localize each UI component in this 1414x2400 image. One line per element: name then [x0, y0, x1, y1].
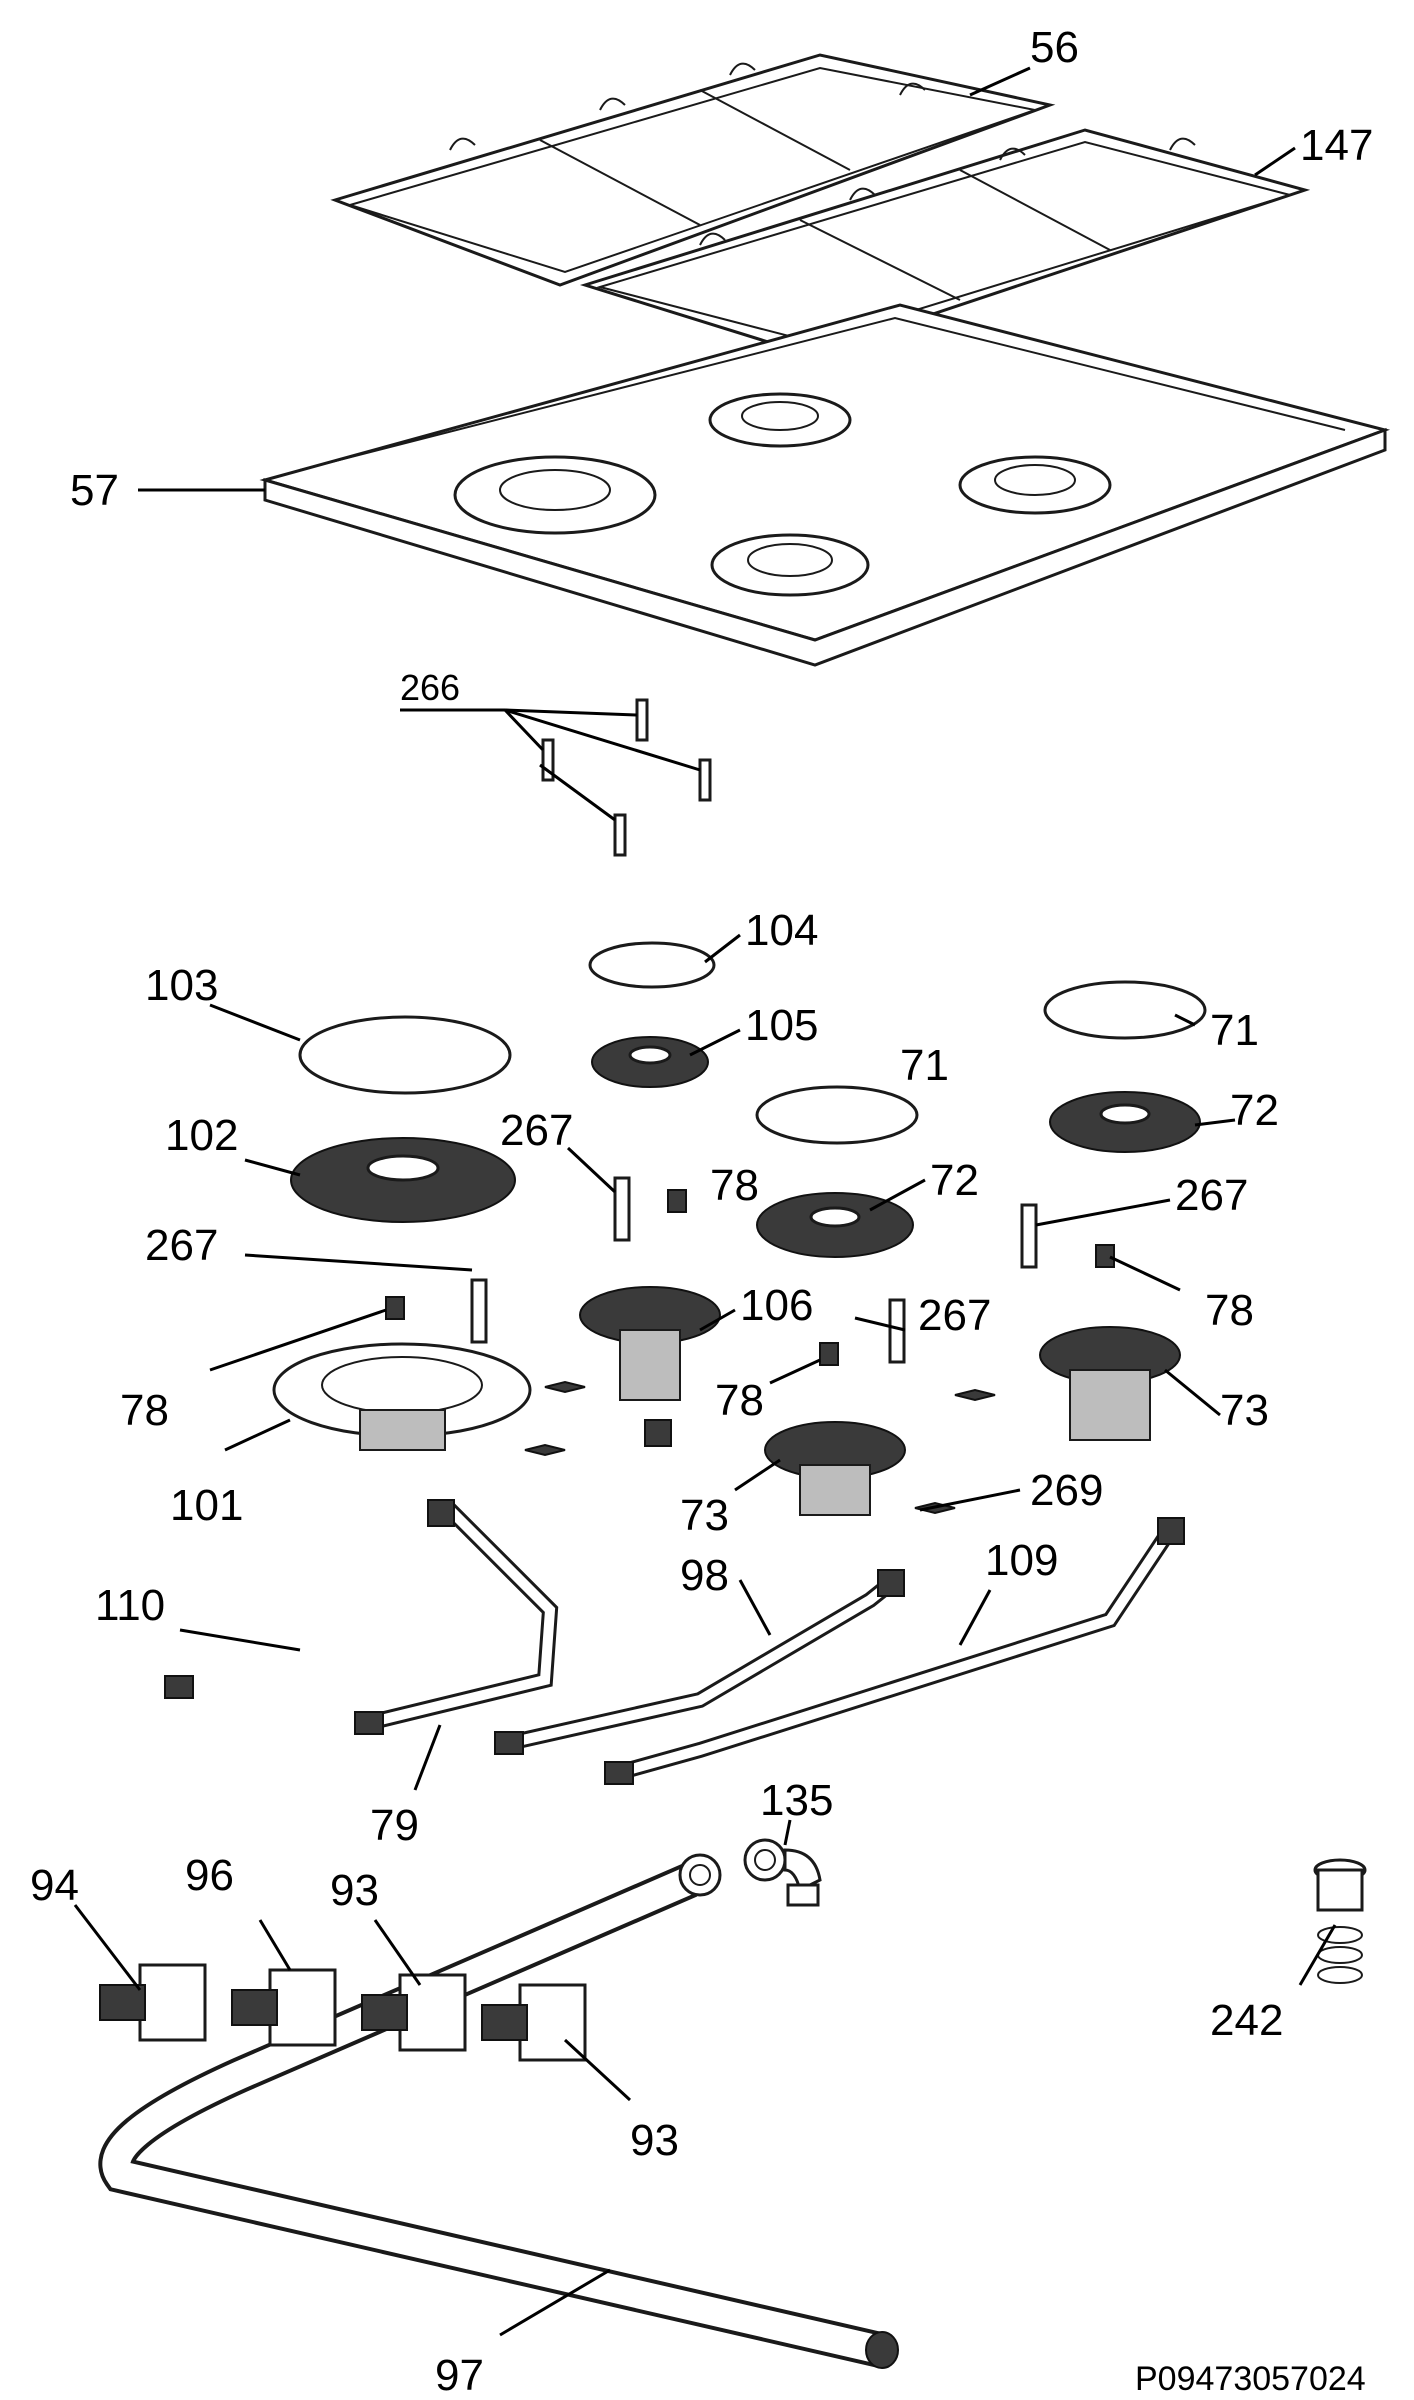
elbow-fitting-icon — [743, 1838, 822, 1907]
callout-94: 94 — [30, 1861, 79, 1910]
callout-71-right: 71 — [1210, 1006, 1259, 1055]
callout-103: 103 — [145, 961, 218, 1010]
pan-support-right-icon — [579, 128, 1311, 357]
injector-icon — [385, 1189, 1115, 1366]
callout-73-center: 73 — [680, 1491, 729, 1540]
callout-79: 79 — [370, 1801, 419, 1850]
callout-98: 98 — [680, 1551, 729, 1600]
callout-57: 57 — [70, 466, 119, 515]
callout-106: 106 — [740, 1281, 813, 1330]
callout-110: 110 — [95, 1581, 165, 1630]
burner-base-icon — [272, 1286, 1181, 1516]
callout-labels: 56 147 57 266 104 103 105 71 71 102 267 … — [30, 23, 1373, 2400]
callout-101: 101 — [170, 1481, 243, 1530]
leader-lines — [73, 66, 1337, 2337]
callout-78-c: 78 — [120, 1386, 169, 1435]
callout-267-d: 267 — [918, 1291, 991, 1340]
callout-56: 56 — [1030, 23, 1079, 72]
callout-147: 147 — [1300, 121, 1373, 170]
callout-78-d: 78 — [715, 1376, 764, 1425]
callout-109: 109 — [985, 1536, 1058, 1585]
callout-96: 96 — [185, 1851, 234, 1900]
callout-267-c: 267 — [145, 1221, 218, 1270]
callout-267-a: 267 — [500, 1106, 573, 1155]
callout-105: 105 — [745, 1001, 818, 1050]
hob-top-plate-icon — [259, 303, 1391, 667]
callout-78-b: 78 — [1205, 1286, 1254, 1335]
callout-78-a: 78 — [710, 1161, 759, 1210]
drawing-code: P09473057024 — [1135, 2360, 1366, 2398]
callout-102: 102 — [165, 1111, 238, 1160]
callout-269: 269 — [1030, 1466, 1103, 1515]
callout-97: 97 — [435, 2351, 484, 2400]
pan-support-left-icon — [330, 53, 1056, 287]
screw-icon — [541, 698, 712, 857]
callout-72-right: 72 — [1230, 1086, 1279, 1135]
manifold-pipe-icon — [98, 1853, 899, 2369]
callout-266: 266 — [400, 667, 460, 708]
callout-135: 135 — [760, 1776, 833, 1825]
gas-pipe-icon — [164, 1419, 1185, 1785]
callout-93-bottom: 93 — [630, 2116, 679, 2165]
burner-cap-icon — [298, 941, 1207, 1145]
callout-71-center: 71 — [900, 1041, 949, 1090]
callout-73-right: 73 — [1220, 1386, 1269, 1435]
spark-electrode-icon — [470, 1176, 1038, 1364]
nozzle-connector-icon — [1313, 1858, 1367, 1984]
callout-242: 242 — [1210, 1996, 1283, 2045]
callout-72-center: 72 — [930, 1156, 979, 1205]
callout-267-b: 267 — [1175, 1171, 1248, 1220]
callout-93-top: 93 — [330, 1866, 379, 1915]
callout-104: 104 — [745, 906, 818, 955]
gas-valve-icon — [99, 1963, 587, 2062]
